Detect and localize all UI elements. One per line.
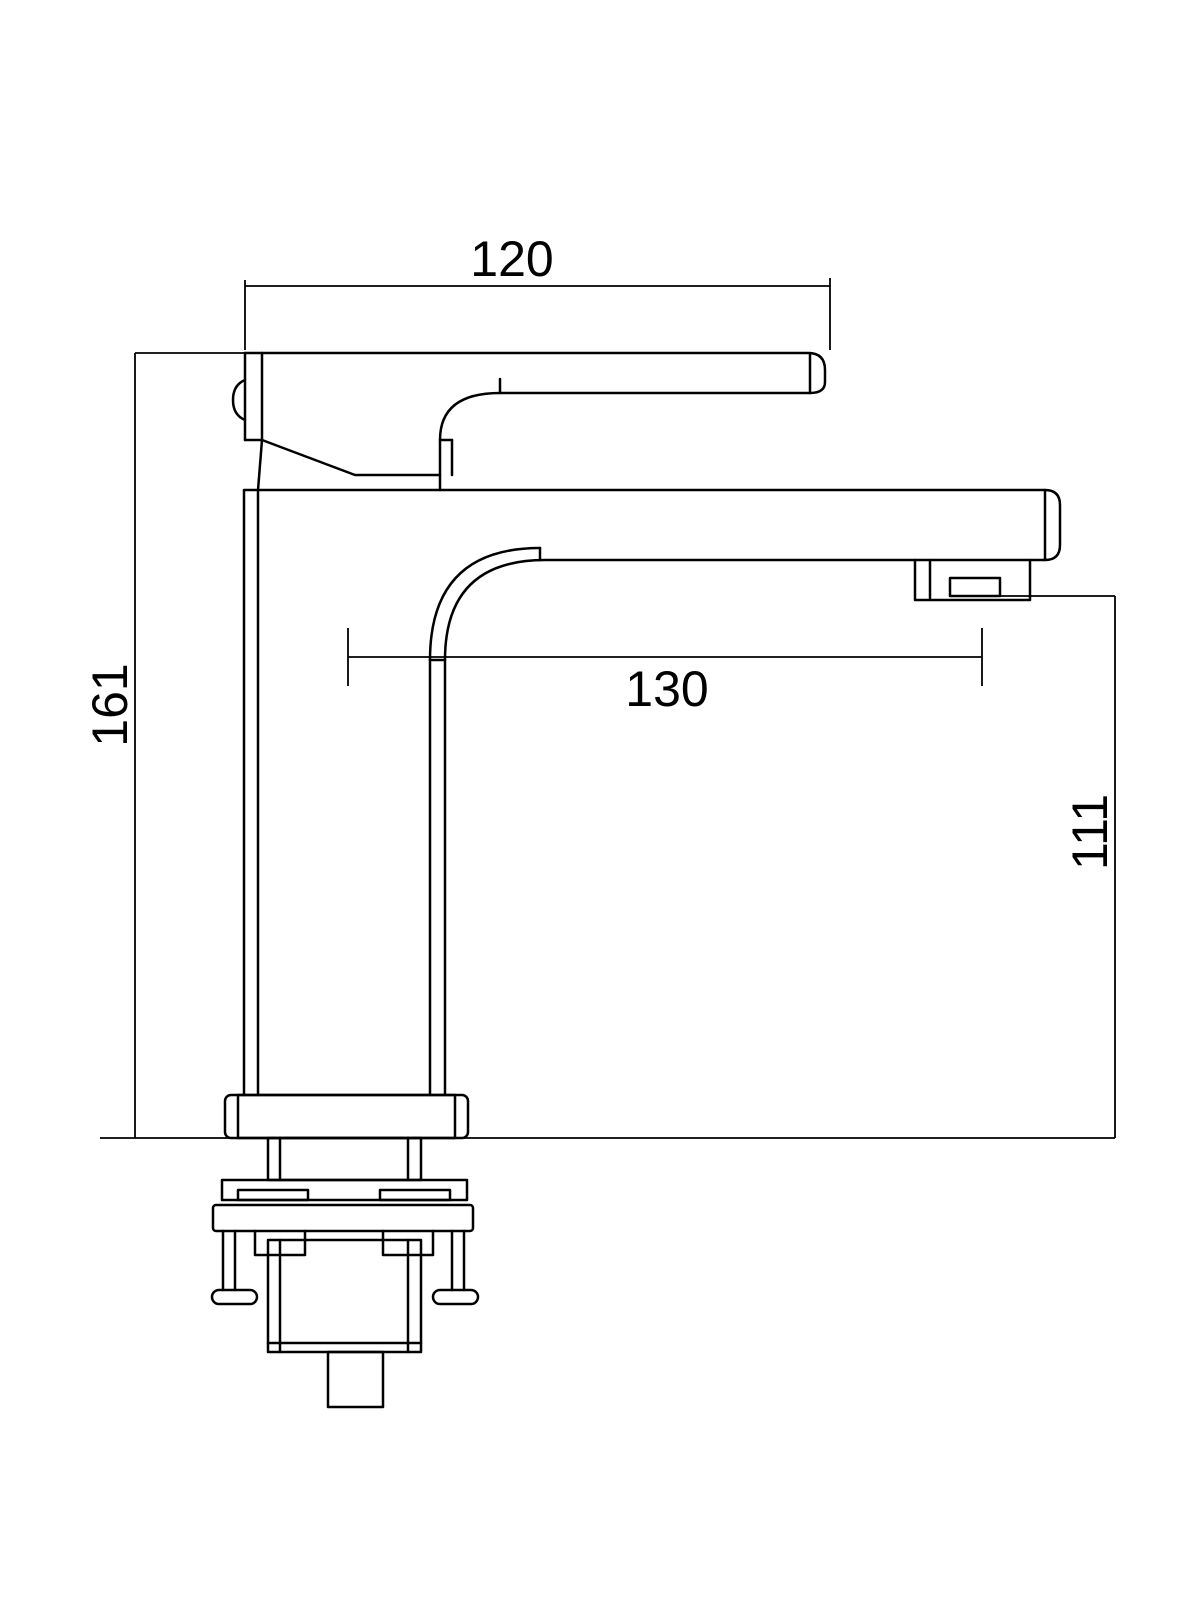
base-flange bbox=[223, 1093, 470, 1140]
dimension-total-height: 161 bbox=[82, 352, 245, 1138]
dimension-spout-reach: 130 bbox=[347, 628, 983, 717]
dimension-label-111: 111 bbox=[1062, 794, 1118, 870]
lever-handle bbox=[231, 351, 827, 492]
spout-body bbox=[242, 488, 1062, 1097]
aerator bbox=[913, 558, 1032, 602]
mounting-assembly bbox=[210, 1136, 480, 1409]
dimension-label-161: 161 bbox=[82, 663, 138, 746]
dimension-label-120: 120 bbox=[470, 231, 553, 287]
dimension-handle-width: 120 bbox=[244, 231, 831, 350]
dimension-label-130: 130 bbox=[625, 661, 708, 717]
dimension-spout-height: 111 bbox=[960, 595, 1118, 1138]
